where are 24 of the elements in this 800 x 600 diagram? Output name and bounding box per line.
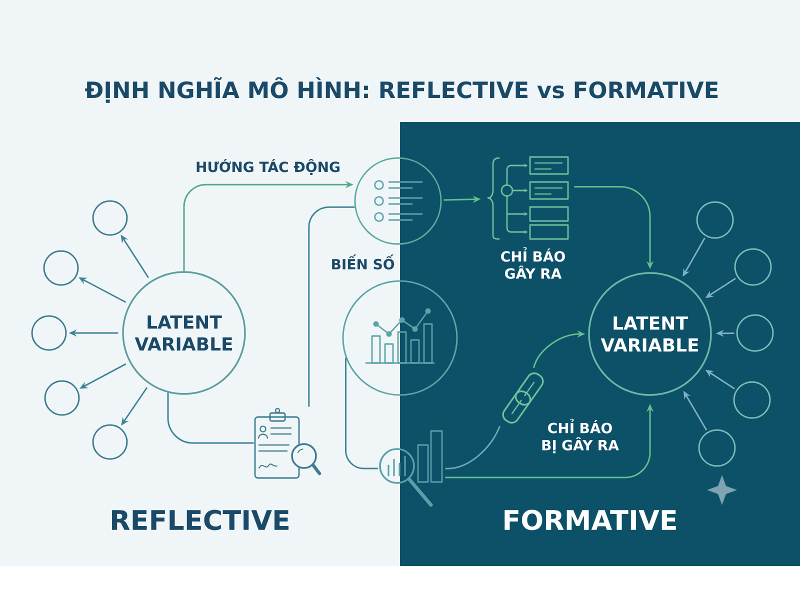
edge-label: CHỈ BÁO BỊ GÂY RA	[529, 416, 631, 456]
connector-line	[345, 358, 378, 470]
indicator-circle	[733, 381, 771, 419]
indicator-circle	[698, 429, 736, 467]
indicator-circle	[31, 315, 67, 351]
title: ĐỊNH NGHĨA MÔ HÌNH: REFLECTIVE vs FORMATIVE	[85, 77, 718, 103]
connector-line	[445, 426, 500, 470]
node-label: BIẾN SỐ	[332, 254, 394, 270]
indicator-circle	[736, 314, 774, 352]
indicator-circle	[734, 248, 772, 286]
panel-heading: REFLECTIVE	[112, 510, 288, 530]
chart-search-icon	[379, 430, 443, 507]
chain-link-icon	[502, 372, 544, 424]
indicator-circle	[696, 201, 734, 239]
indicator-circle	[43, 250, 79, 286]
connector-line	[167, 392, 254, 444]
node-label: CHỈ BÁO GÂY RA	[501, 247, 565, 279]
edge-label: HƯỚNG TÁC ĐỘNG	[194, 157, 342, 177]
connector-line	[308, 206, 355, 407]
clipboard-search-icon	[254, 408, 322, 479]
indicator-circle	[92, 424, 128, 460]
indicator-circle	[92, 200, 128, 236]
indicator-circle	[44, 380, 80, 416]
panel-heading: FORMATIVE	[504, 510, 676, 530]
